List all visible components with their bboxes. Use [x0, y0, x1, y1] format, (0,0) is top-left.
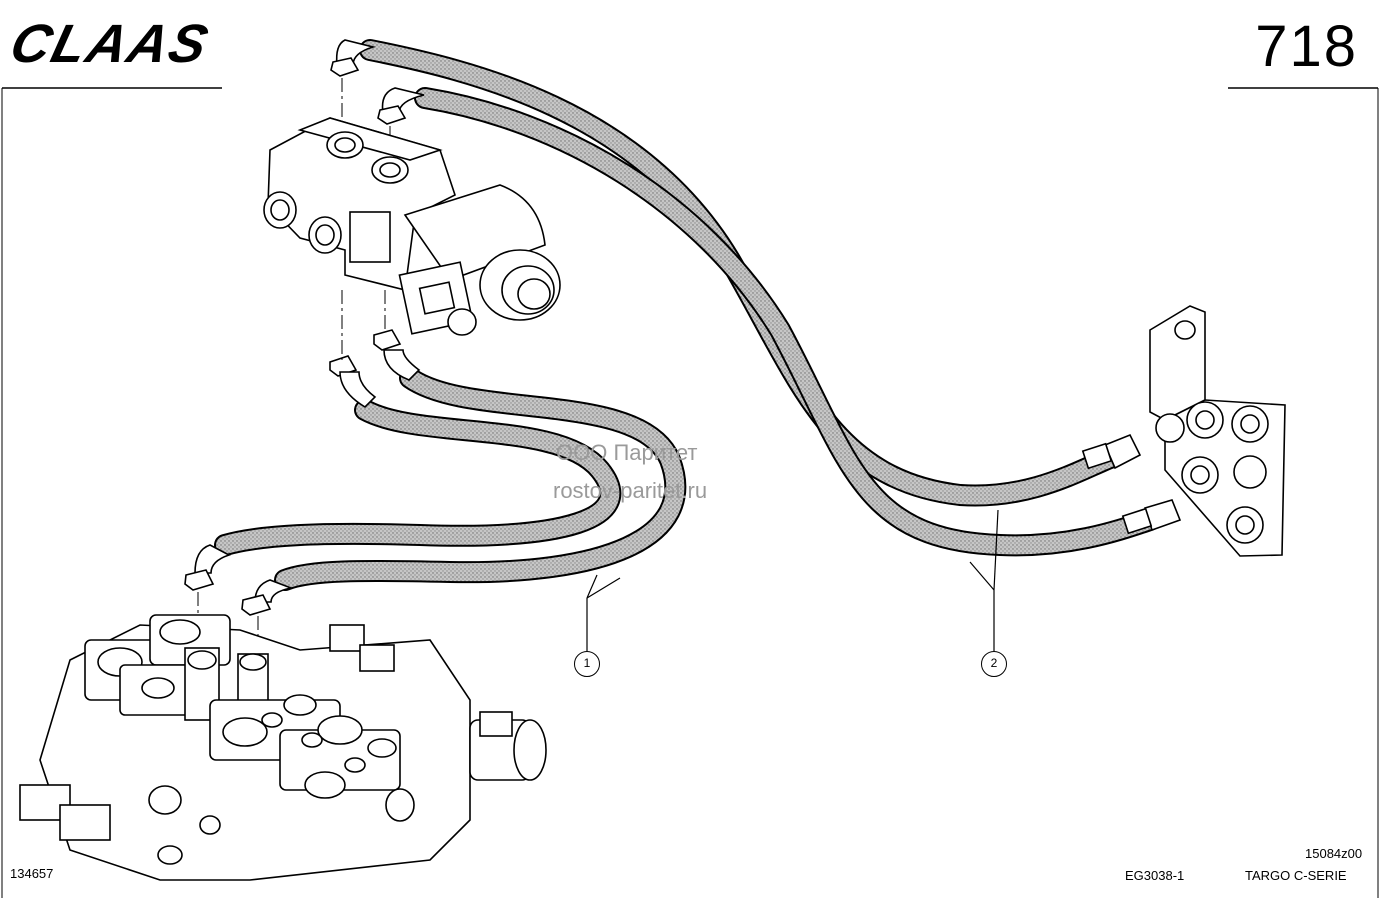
- watermark-url: rostov-paritet.ru: [553, 478, 708, 503]
- bulkhead-bracket: [1149, 305, 1286, 557]
- leader-lines: [586, 509, 999, 651]
- watermark-company: ООО Паритет: [556, 440, 698, 465]
- bulkhead-fittings: [1155, 401, 1269, 544]
- footer-series: TARGO C-SERIE: [1245, 868, 1347, 883]
- solenoid-valve-block: [263, 117, 561, 336]
- footer-center-code: EG3038-1: [1125, 868, 1185, 883]
- callout-1: 1: [574, 651, 600, 677]
- claas-logo: CLAAS: [4, 14, 216, 74]
- page-number: 718: [1255, 14, 1358, 79]
- drawing-reference: 15084z00: [1305, 846, 1363, 861]
- hose-group-1: [214, 367, 687, 591]
- footer-left-code: 134657: [10, 866, 54, 881]
- callout-2: 2: [981, 651, 1007, 677]
- control-valve-bank: [19, 614, 547, 881]
- hose-group-2: [359, 39, 1161, 557]
- hose-fittings: [184, 39, 1182, 616]
